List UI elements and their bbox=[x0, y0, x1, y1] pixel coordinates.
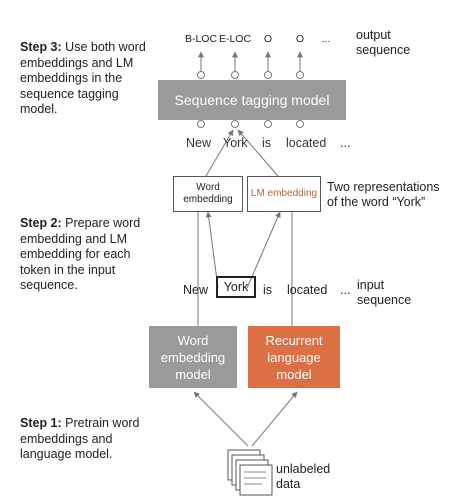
sequence-word-located: located bbox=[286, 136, 327, 150]
step-2-description: Prepare word embedding and LM embedding … bbox=[20, 216, 141, 292]
step-1-description: Pretrain word embeddings and language mo… bbox=[20, 416, 140, 461]
word-embedding-model-box: Word embedding model bbox=[149, 326, 237, 388]
input-word-york: York bbox=[223, 280, 249, 294]
input-word-is: is bbox=[263, 283, 273, 297]
two-representations-note: Two representations of the word “York” bbox=[327, 180, 440, 209]
step-2-label: Step 2: bbox=[20, 216, 62, 230]
lm-embedding-box: LM embedding bbox=[247, 176, 321, 212]
document-stack-icon bbox=[227, 449, 273, 496]
step-1-label: Step 1: bbox=[20, 416, 62, 430]
sequence-tagging-model-box: Sequence tagging model bbox=[158, 80, 346, 120]
input-word-ellipsis: ... bbox=[340, 283, 351, 297]
step-2-text: Step 2: Prepare word embedding and LM em… bbox=[20, 216, 150, 294]
sequence-word-is: is bbox=[262, 136, 272, 150]
word-embedding-box: Word embedding bbox=[173, 176, 243, 212]
input-sequence-label: input sequence bbox=[357, 278, 412, 307]
unlabeled-data-label: unlabeled data bbox=[276, 462, 331, 491]
step-1-text: Step 1: Pretrain word embeddings and lan… bbox=[20, 416, 150, 463]
sequence-word-york: York bbox=[223, 136, 248, 150]
recurrent-language-model-box: Recurrent language model bbox=[248, 326, 340, 388]
output-tag-4: O bbox=[295, 33, 305, 45]
input-word-york-box: York bbox=[216, 276, 256, 298]
sequence-word-ellipsis: ... bbox=[340, 136, 351, 150]
input-word-located: located bbox=[287, 283, 328, 297]
step-3-label: Step 3: bbox=[20, 40, 62, 54]
output-tag-3: O bbox=[263, 33, 273, 45]
output-sequence-label: output sequence bbox=[356, 28, 411, 57]
output-tag-ellipsis: ... bbox=[321, 33, 331, 45]
step-3-description: Use both word embeddings and LM embeddin… bbox=[20, 40, 146, 116]
input-word-new: New bbox=[183, 283, 209, 297]
output-tag-2: E-LOC bbox=[218, 33, 252, 45]
sequence-word-new: New bbox=[186, 136, 212, 150]
output-tag-1: B-LOC bbox=[184, 33, 218, 45]
step-3-text: Step 3: Use both word embeddings and LM … bbox=[20, 40, 150, 118]
